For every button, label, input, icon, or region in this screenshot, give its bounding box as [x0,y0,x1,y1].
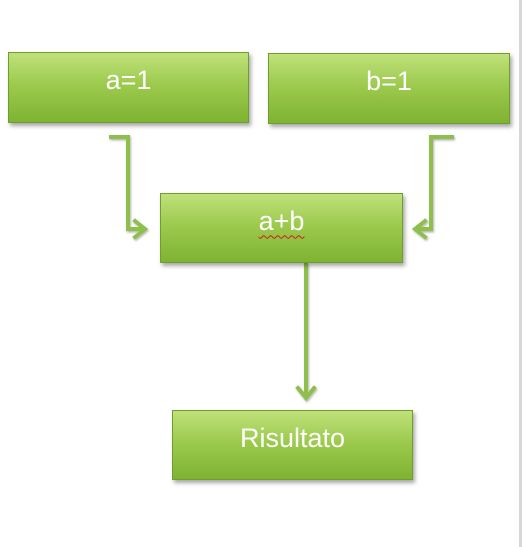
connector-b-to-sum [415,135,454,231]
node-a-label: a=1 [105,65,152,95]
arrowhead-a-to-sum [132,218,149,240]
node-sum-label: a+b [258,205,305,236]
arrowhead-b-to-sum [411,218,428,240]
arrowhead-sum-to-result [295,385,317,402]
node-sum: a+b [160,193,403,263]
node-result: Risultato [172,410,413,480]
node-result-label: Risultato [239,422,346,453]
node-b: b=1 [268,53,510,124]
node-b-label: b=1 [366,66,412,96]
node-a: a=1 [8,52,249,123]
connector-a-to-sum [109,135,146,231]
right-border-strip [519,0,522,547]
